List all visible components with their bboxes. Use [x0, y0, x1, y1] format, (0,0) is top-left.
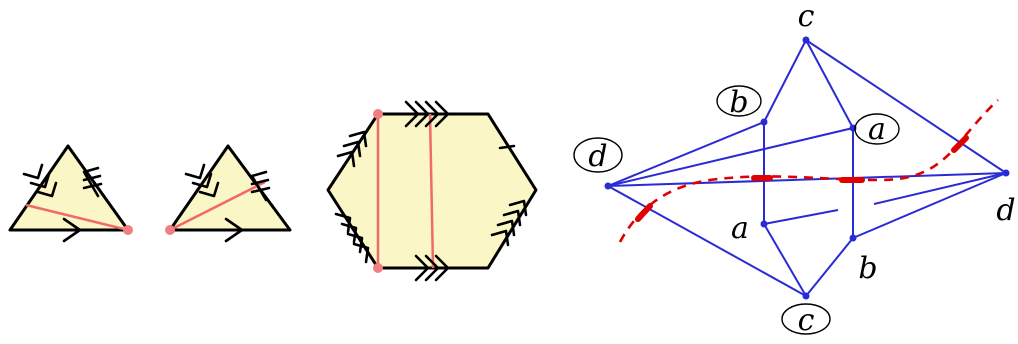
edge-arrow-triple-icon	[184, 163, 220, 198]
edge-arrow-triple-icon	[336, 130, 368, 168]
triangle-left-cut-line	[25, 203, 129, 232]
triangle-middle	[165, 144, 292, 243]
triangle-left	[8, 144, 133, 243]
hexagon	[326, 100, 538, 282]
vertex-lower-b	[849, 234, 857, 242]
edge-arrow-triple-icon	[414, 254, 450, 282]
edge-arrow-quad-icon	[404, 100, 450, 128]
vertex-circled-d	[604, 182, 612, 190]
edge-arrow-single-icon	[224, 217, 244, 243]
label-inner-a: a	[731, 211, 749, 246]
label-top-c: c	[798, 0, 815, 34]
blue-edge-network	[607, 39, 1007, 297]
hexagon-marked-vertex-bottom	[373, 263, 383, 273]
label-circled-c: c	[798, 303, 815, 338]
hexagon-cut-line-right	[428, 113, 435, 269]
blue-vertices	[604, 36, 1010, 300]
triangle-middle-cut-line	[169, 180, 266, 232]
label-circle-a	[854, 113, 900, 145]
hexagon-marked-vertex-top	[373, 109, 383, 119]
label-circled-d: d	[588, 139, 607, 174]
curve-crossing-marks	[635, 135, 969, 222]
label-circled-b: b	[729, 85, 748, 120]
triangle-middle-marked-vertex	[165, 225, 175, 235]
vertex-labels: c b a d d a b c	[573, 0, 1016, 338]
label-right-d: d	[996, 193, 1015, 228]
label-lower-b: b	[858, 251, 877, 286]
edge-arrow-triple-icon	[22, 163, 58, 198]
label-circled-a: a	[868, 112, 886, 147]
edge-arrow-single-icon	[498, 144, 516, 150]
edge-arrow-triple-icon	[250, 170, 271, 202]
label-circle-c	[781, 303, 831, 335]
vertex-circled-b	[760, 118, 768, 126]
edge-arrow-quad-icon	[490, 199, 528, 247]
edge-arrow-quad-icon	[334, 212, 370, 264]
vertex-right-d	[1002, 169, 1010, 177]
vertex-circled-c	[802, 292, 810, 300]
label-circle-d	[573, 137, 623, 173]
vertex-inner-a	[760, 220, 768, 228]
triangle-left-marked-vertex	[123, 225, 133, 235]
label-circle-b	[716, 85, 762, 117]
edge-arrow-single-icon	[62, 217, 82, 243]
red-dashed-curve	[618, 99, 999, 243]
vertex-top-c	[802, 36, 810, 44]
edge-arrow-triple-icon	[82, 166, 103, 198]
